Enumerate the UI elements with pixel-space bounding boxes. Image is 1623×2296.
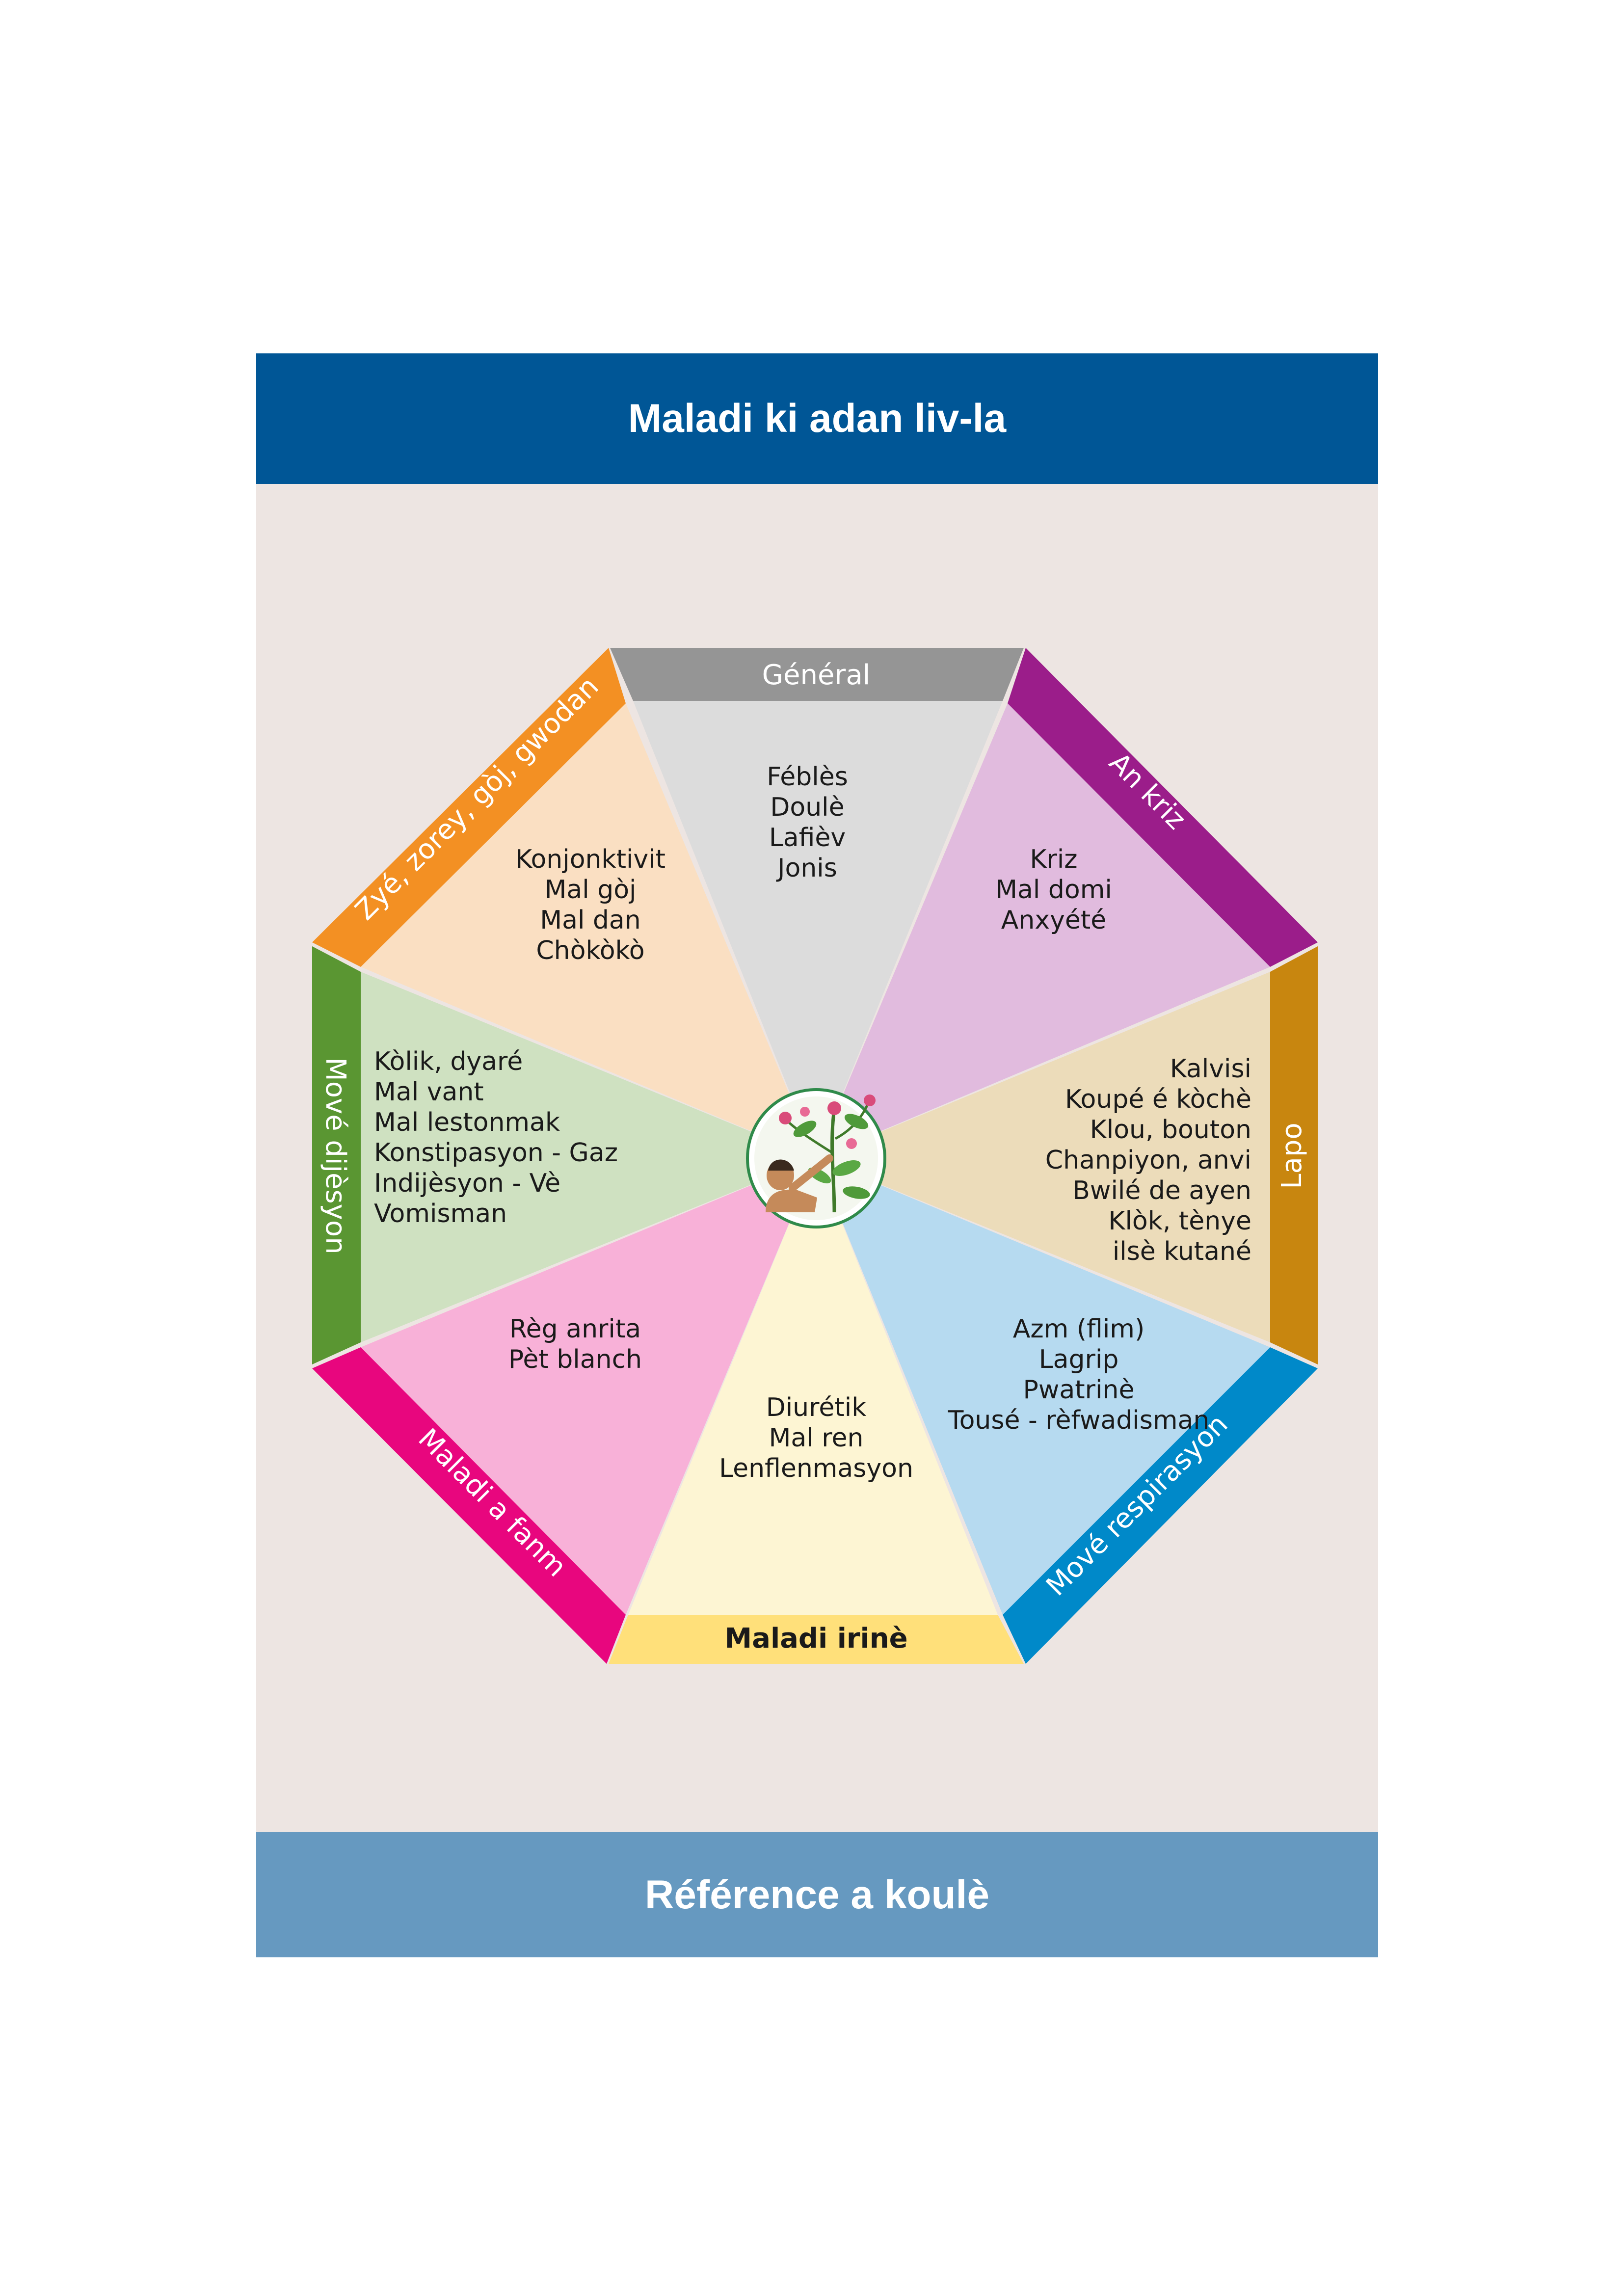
item-lapo: Kalvisi xyxy=(1170,1054,1251,1084)
band-an-kriz[interactable] xyxy=(1008,648,1318,967)
item-zye: Mal gòj xyxy=(545,875,637,905)
band-move-dijesyon[interactable] xyxy=(312,946,361,1364)
band-zye-zorey[interactable] xyxy=(312,648,626,967)
item-lapo: ilsè kutané xyxy=(1113,1237,1251,1266)
item-lapo: Klòk, tènye xyxy=(1108,1206,1251,1236)
items-zye-zorey: Konjonktivit Mal gòj Mal dan Chòkòkò xyxy=(515,845,665,965)
item-lapo: Koupé é kòchè xyxy=(1065,1085,1251,1114)
item-general: Lafièv xyxy=(769,823,846,853)
item-lapo: Klou, bouton xyxy=(1090,1115,1251,1145)
item-general: Féblès xyxy=(767,762,848,792)
item-lapo: Bwilé de ayen xyxy=(1072,1176,1251,1205)
item-an-kriz: Anxyété xyxy=(1001,906,1106,935)
wedge-an-kriz[interactable] xyxy=(816,703,1270,1158)
label-general: Général xyxy=(762,659,871,691)
plant-gatherer-icon xyxy=(746,1088,886,1228)
items-move-dijesyon: Kòlik, dyaré Mal vant Mal lestonmak Kons… xyxy=(374,1047,618,1228)
items-maladi-irine: Diurétik Mal ren Lenflenmasyon xyxy=(719,1393,913,1483)
item-an-kriz: Mal domi xyxy=(995,875,1112,905)
footer-title: Référence a koulè xyxy=(256,1832,1378,1957)
page-title: Maladi ki adan liv-la xyxy=(256,353,1378,484)
wedge-move-respirasyon[interactable] xyxy=(816,1158,1270,1615)
item-fanm: Règ anrita xyxy=(509,1314,641,1344)
items-move-respirasyon: Azm (flim) Lagrip Pwatrinè Tousé - rèfwa… xyxy=(948,1314,1210,1435)
item-dijesyon: Kòlik, dyaré xyxy=(374,1047,523,1076)
item-zye: Mal dan xyxy=(540,906,641,935)
item-dijesyon: Mal vant xyxy=(374,1077,484,1107)
band-move-respirasyon[interactable] xyxy=(1003,1347,1318,1664)
items-an-kriz: Kriz Mal domi Anxyété xyxy=(995,845,1112,935)
item-zye: Konjonktivit xyxy=(515,845,665,874)
item-dijesyon: Indijèsyon - Vè xyxy=(374,1169,560,1198)
wedge-general[interactable] xyxy=(633,701,1003,1158)
item-general: Jonis xyxy=(776,854,837,883)
band-general[interactable] xyxy=(610,648,1024,701)
band-maladi-irine[interactable] xyxy=(609,1615,1024,1664)
item-irine: Mal ren xyxy=(769,1423,864,1453)
item-respirasyon: Tousé - rèfwadisman xyxy=(948,1406,1210,1435)
item-respirasyon: Lagrip xyxy=(1039,1345,1119,1374)
item-dijesyon: Mal lestonmak xyxy=(374,1108,560,1137)
item-general: Doulè xyxy=(770,793,844,822)
item-respirasyon: Azm (flim) xyxy=(1013,1314,1144,1344)
label-maladi-irine: Maladi irinè xyxy=(724,1623,907,1655)
item-irine: Lenflenmasyon xyxy=(719,1454,913,1483)
wedge-zye-zorey[interactable] xyxy=(361,703,816,1158)
band-lapo[interactable] xyxy=(1270,946,1318,1364)
band-maladi-a-fanm[interactable] xyxy=(312,1347,626,1664)
items-lapo: Kalvisi Koupé é kòchè Klou, bouton Chanp… xyxy=(1045,1054,1251,1266)
items-general: Féblès Doulè Lafièv Jonis xyxy=(767,762,848,883)
item-irine: Diurétik xyxy=(766,1393,867,1422)
item-lapo: Chanpiyon, anvi xyxy=(1045,1146,1251,1175)
label-lapo: Lapo xyxy=(1276,1122,1308,1189)
item-respirasyon: Pwatrinè xyxy=(1023,1375,1135,1405)
wedge-maladi-a-fanm[interactable] xyxy=(361,1158,816,1615)
wedge-lapo[interactable] xyxy=(816,972,1270,1342)
item-fanm: Pèt blanch xyxy=(508,1345,642,1374)
items-maladi-a-fanm: Règ anrita Pèt blanch xyxy=(508,1314,642,1374)
item-an-kriz: Kriz xyxy=(1030,845,1077,874)
item-dijesyon: Vomisman xyxy=(374,1199,507,1228)
wedge-maladi-irine[interactable] xyxy=(628,1158,998,1615)
item-dijesyon: Konstipasyon - Gaz xyxy=(374,1138,618,1168)
label-move-dijesyon: Mové dijèsyon xyxy=(319,1057,351,1254)
item-zye: Chòkòkò xyxy=(536,936,644,965)
wedge-move-dijesyon[interactable] xyxy=(361,972,816,1342)
